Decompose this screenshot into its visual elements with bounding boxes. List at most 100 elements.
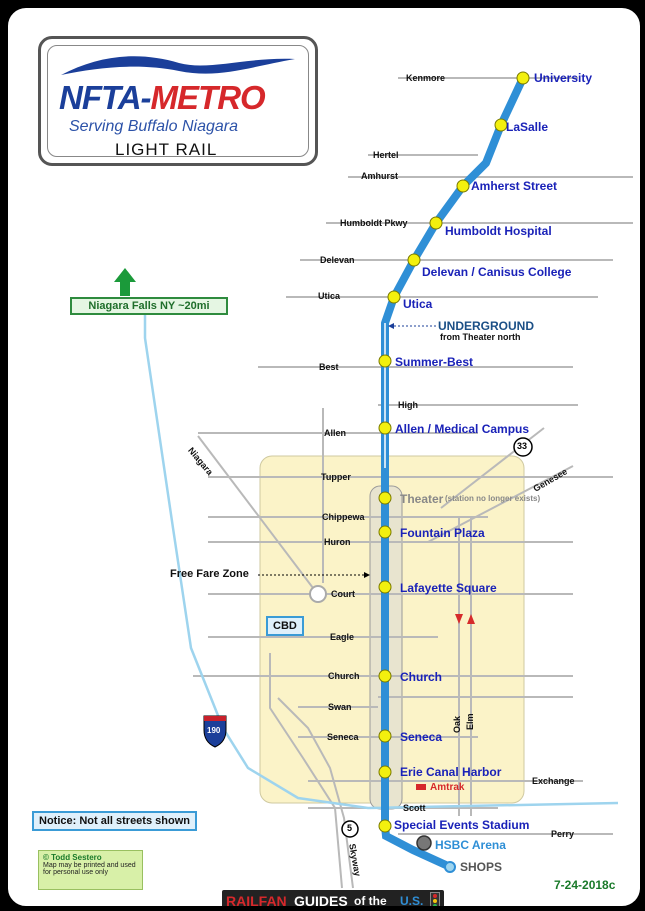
station-dot (516, 71, 530, 85)
interstate-shield-top (204, 716, 226, 721)
station-label: Delevan / Canisus College (422, 265, 572, 279)
theater-note: (station no longer exists) (445, 494, 541, 503)
amtrak-marker (416, 784, 426, 790)
map-frame: NFTA-METRO Serving Buffalo Niagara LIGHT… (6, 6, 642, 908)
logo-brand-metro: METRO (150, 79, 266, 116)
station-dot (378, 421, 392, 435)
station-dot (378, 525, 392, 539)
logo-wave-icon (61, 56, 295, 75)
station-label: Erie Canal Harbor (400, 765, 502, 779)
street-label: Kenmore (406, 73, 446, 83)
station-label: Special Events Stadium (394, 818, 530, 832)
credit-note: Map may be printed and used for personal… (43, 862, 136, 876)
station-label: Summer-Best (395, 355, 474, 369)
route-5-shield (341, 820, 359, 838)
logo-service: LIGHT RAIL (115, 140, 218, 159)
brand-of-the: of the (354, 894, 387, 908)
brand-guides: GUIDES (294, 893, 348, 908)
station-dot (378, 491, 392, 505)
station-label: Seneca (400, 730, 443, 744)
interstate-label: 190 (207, 726, 221, 735)
street-label: Church (328, 671, 360, 681)
rail-map (114, 71, 633, 889)
credit-author-name: Todd Sestero (51, 853, 102, 862)
street-label: Seneca (327, 732, 359, 742)
street-label: High (398, 400, 418, 410)
revision-date: 7-24-2018c (554, 878, 616, 892)
street-label: Court (331, 589, 355, 599)
station-label: Lafayette Square (400, 581, 497, 595)
station-dot (456, 179, 470, 193)
nfta-logo: NFTA-METRO Serving Buffalo Niagara LIGHT… (38, 36, 318, 166)
underground-pointer-arrow (388, 323, 394, 329)
station-dot (378, 729, 392, 743)
station-dot (378, 580, 392, 594)
amtrak-label: Amtrak (430, 782, 465, 793)
station-dot (378, 765, 392, 779)
hsbc-arena-label: HSBC Arena (435, 838, 506, 852)
street-label: Swan (328, 702, 352, 712)
free-fare-zone-label: Free Fare Zone (170, 568, 249, 580)
street-label: Allen (324, 428, 347, 438)
street-label: Amhurst (361, 171, 399, 181)
route-33-label: 33 (517, 441, 528, 451)
street-label: Utica (318, 291, 341, 301)
court-circle (309, 585, 327, 603)
route-33-shield (513, 437, 533, 457)
north-arrow-icon (114, 268, 136, 296)
street-label: Delevan (320, 255, 355, 265)
street-label: Tupper (321, 472, 351, 482)
logo-tagline: Serving Buffalo Niagara (69, 118, 238, 135)
station-label-theater: Theater (400, 492, 444, 506)
station-dot (429, 216, 443, 230)
street-label: Elm (465, 713, 475, 730)
notice-box: Notice: Not all streets shown (32, 811, 197, 831)
brand-us: U.S. (400, 894, 424, 908)
underground-sub: from Theater north (440, 332, 521, 342)
niagara-falls-sign: Niagara Falls NY ~20mi (70, 297, 228, 315)
cbd-label: CBD (266, 616, 304, 636)
interstate-shield (203, 715, 227, 748)
station-dot (378, 354, 392, 368)
shops-marker (444, 861, 456, 873)
station-label: Fountain Plaza (400, 526, 485, 540)
route-5-label: 5 (347, 823, 353, 833)
elm-northbound-arrow (467, 614, 475, 624)
logo-brand: NFTA-METRO (59, 79, 266, 117)
street-grid (193, 77, 633, 889)
street-label: Humboldt Pkwy (340, 218, 408, 228)
street-label: Best (319, 362, 339, 372)
railfan-guides-brand: RAILFAN GUIDES of the U.S. (222, 890, 444, 908)
brand-railfan: RAILFAN (226, 893, 287, 908)
credit-box: © Todd Sestero Map may be printed and us… (38, 850, 143, 890)
street-label: Exchange (532, 776, 575, 786)
credit-author: © Todd Sestero (43, 853, 102, 862)
logo-inner-border (47, 45, 309, 157)
oak-southbound-arrow (455, 614, 463, 624)
station-label: LaSalle (506, 120, 549, 134)
street-label: Chippewa (322, 512, 365, 522)
traffic-light-icon (430, 892, 440, 906)
station-label: Allen / Medical Campus (395, 422, 530, 436)
shops-label: SHOPS (460, 860, 503, 874)
station-label: Utica (403, 297, 433, 311)
station-dot (494, 118, 508, 132)
station-markers (378, 71, 530, 833)
street-label: Scott (403, 803, 426, 813)
station-dot (378, 819, 392, 833)
street-label: Hertel (373, 150, 399, 160)
street-label: Huron (324, 537, 351, 547)
hsbc-arena-marker (416, 835, 432, 851)
street-label: Eagle (330, 632, 355, 642)
logo-brand-nfta: NFTA- (59, 79, 152, 116)
station-label: University (534, 71, 593, 85)
free-fare-zone-pointer-arrow (364, 572, 370, 578)
street-label: Perry (551, 829, 575, 839)
street-label: Oak (452, 715, 462, 733)
station-dot (387, 290, 401, 304)
underground-title: UNDERGROUND (438, 319, 534, 333)
station-label: Humboldt Hospital (445, 224, 552, 238)
station-dot (378, 669, 392, 683)
station-label: Amherst Street (471, 179, 558, 193)
station-label: Church (400, 670, 442, 684)
